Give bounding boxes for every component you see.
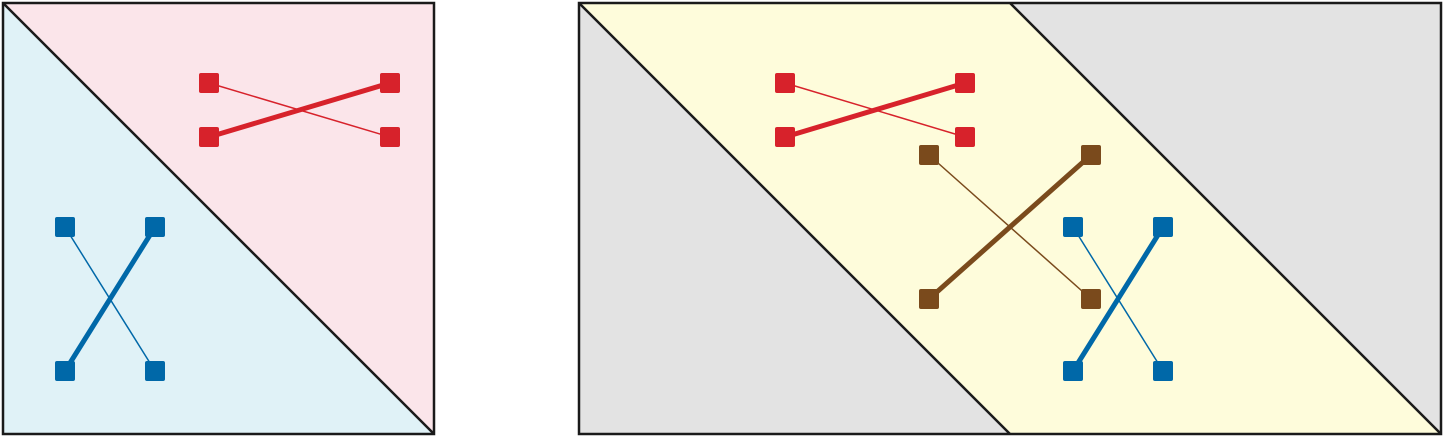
brown-thick-link [926,152,1094,302]
red-node [199,127,219,147]
red-node [775,73,795,93]
right-diagonal-right [1009,2,1442,435]
blue-thick-link [62,224,158,374]
blue-node [1153,217,1173,237]
red-node [380,73,400,93]
right-panel [577,1,1443,436]
red-node [380,127,400,147]
brown-node [1081,289,1101,309]
red-node [955,73,975,93]
red-thick-link [206,80,393,140]
right-blue-crossing [1063,217,1173,381]
blue-node [55,361,75,381]
right-brown-crossing [919,145,1101,309]
right-panel-border [577,1,1443,436]
blue-node [55,217,75,237]
red-node [199,73,219,93]
left-blue-crossing [55,217,165,381]
red-thick-link [782,80,968,140]
blue-node [1153,361,1173,381]
left-diagonal [2,2,435,435]
right-diagonal-left [578,2,1011,435]
red-node [955,127,975,147]
brown-node [1081,145,1101,165]
right-middle-yellow-band [579,3,1441,434]
blue-thick-link [1070,224,1166,374]
red-node [775,127,795,147]
blue-node [145,361,165,381]
right-red-crossing [775,73,975,147]
brown-node [919,289,939,309]
left-red-crossing [199,73,400,147]
blue-node [1063,217,1083,237]
blue-node [145,217,165,237]
brown-node [919,145,939,165]
blue-node [1063,361,1083,381]
left-panel [1,1,436,436]
left-panel-border [1,1,436,436]
